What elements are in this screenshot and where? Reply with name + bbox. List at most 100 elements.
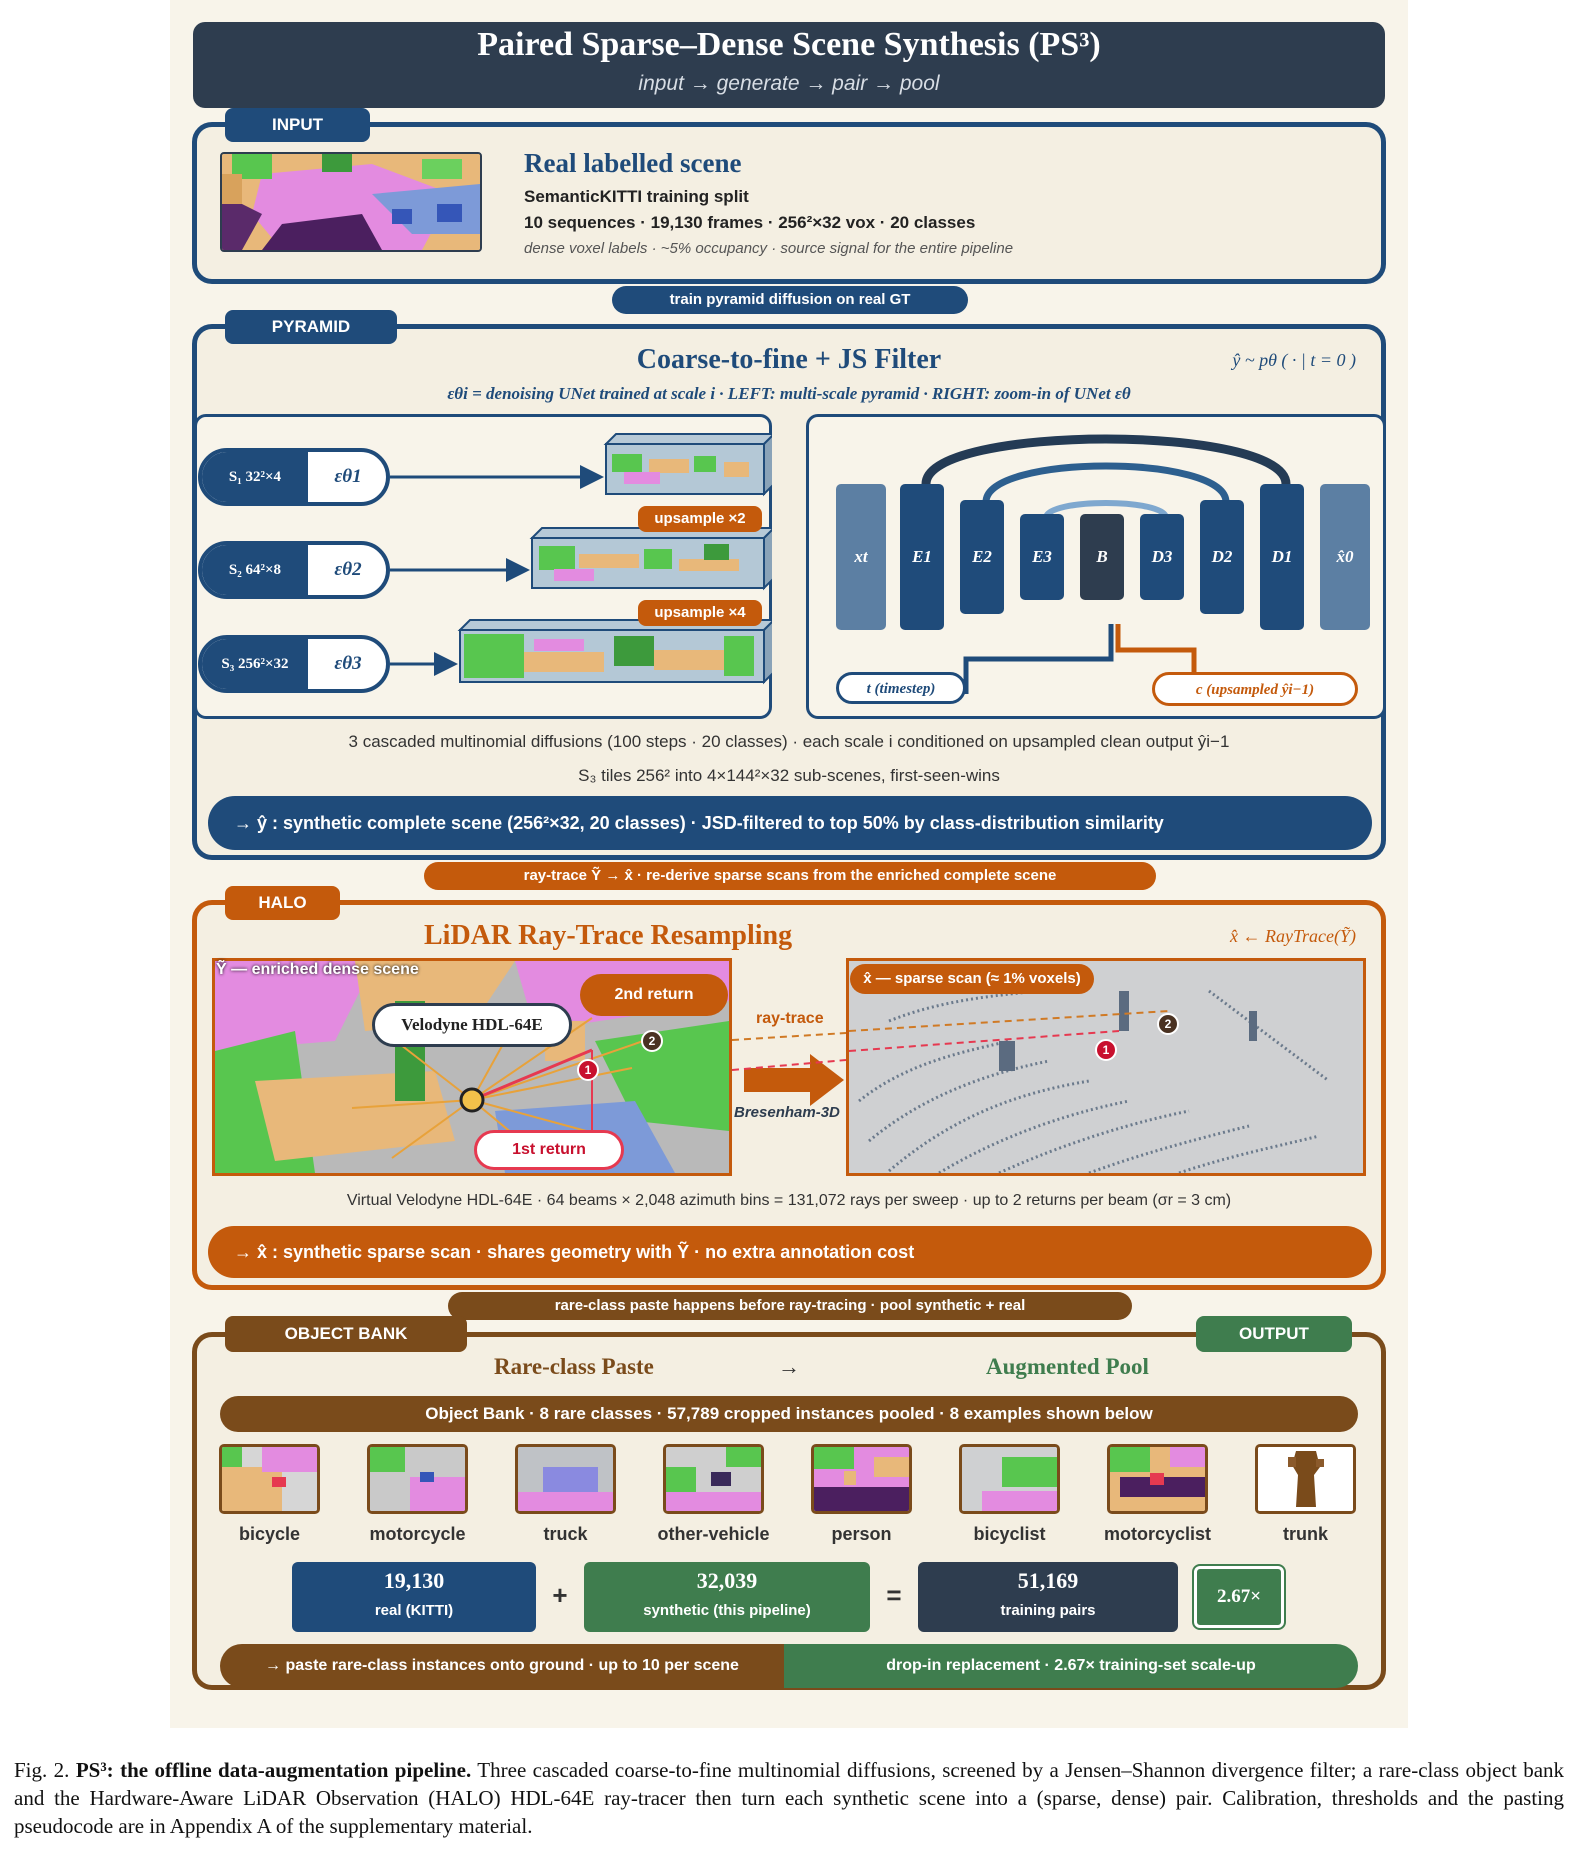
unet-block-e2: E2 <box>960 500 1004 614</box>
ray-connector-lines <box>732 1032 846 1071</box>
scale-pill-s1: S₁ 32²×4 εθ1 <box>198 448 390 506</box>
unet-block-bottleneck: B <box>1080 514 1124 600</box>
plus-sign: + <box>552 1580 568 1610</box>
class-label-motorcycle: motorcycle <box>369 1524 466 1544</box>
class-label-bicycle: bicycle <box>238 1524 301 1544</box>
thumb-motorcyclist <box>1107 1444 1208 1514</box>
bresenham-label: Bresenham-3D <box>734 1104 840 1121</box>
unet-block-d2: D2 <box>1200 500 1244 614</box>
class-label-other-vehicle: other-vehicle <box>657 1524 770 1544</box>
footer-right: drop-in replacement · 2.67× training-set… <box>784 1644 1358 1688</box>
pyramid-graphics <box>390 433 772 685</box>
stat-synthetic-value: 32,039 <box>696 1568 758 1593</box>
input-line2: 10 sequences · 19,130 frames · 256²×32 v… <box>524 213 976 232</box>
pyramid-desc2: S₃ tiles 256² into 4×144²×32 sub-scenes,… <box>578 766 1000 785</box>
sparse-scan-image <box>846 958 1366 1176</box>
input-scene-thumbnail <box>220 152 482 252</box>
pyramid-formula: ŷ ~ pθ ( · | t = 0 ) <box>1232 350 1356 370</box>
class-label-motorcyclist: motorcyclist <box>1103 1524 1212 1544</box>
bank-title-left: Rare-class Paste <box>494 1354 654 1379</box>
halo-formula: x̂ ← RayTrace(Ỹ) <box>1230 926 1356 946</box>
stat-total-value: 51,169 <box>1017 1568 1079 1593</box>
caption-bold: PS³: the offline data-augmentation pipel… <box>75 1758 472 1782</box>
scale-pill-s3: S₃ 256²×32 εθ3 <box>198 635 390 693</box>
sensor-label: Velodyne HDL-64E <box>372 1003 572 1047</box>
input-tag: INPUT <box>225 108 370 142</box>
pyramid-result-banner: → ŷ : synthetic complete scene (256²×32,… <box>208 796 1372 850</box>
unet-skip-connections <box>921 434 1291 694</box>
connector-raytrace: ray-trace Ỹ → x̂ · re-derive sparse scan… <box>424 862 1156 890</box>
scale-pill-s2: S₂ 64²×8 εθ2 <box>198 541 390 599</box>
halo-result-banner: → x̂ : synthetic sparse scan · shares ge… <box>208 1226 1372 1278</box>
halo-tag: HALO <box>225 886 340 920</box>
sparse-scan-label: x̂ — sparse scan (≈ 1% voxels) <box>850 964 1094 994</box>
scale-label-s3: S₃ 256²×32 <box>202 639 308 689</box>
scale-eps-s3: εθ3 <box>334 653 362 674</box>
pyramid-title: Coarse-to-fine + JS Filter <box>636 344 942 375</box>
first-return-label: 1st return <box>474 1130 624 1170</box>
scale-label-s1: S₁ 32²×4 <box>202 452 308 502</box>
pyramid-desc1: 3 cascaded multinomial diffusions (100 s… <box>348 732 1230 751</box>
thumb-bicyclist <box>959 1444 1060 1514</box>
header-subtitle: input → generate → pair → pool <box>638 72 940 95</box>
scale-eps-s2: εθ2 <box>334 559 362 580</box>
dense-scene-label: Ỹ — enriched dense scene <box>216 961 419 978</box>
halo-desc: Virtual Velodyne HDL-64E · 64 beams × 2,… <box>346 1192 1232 1209</box>
class-label-bicyclist: bicyclist <box>973 1524 1046 1544</box>
stat-total-label: training pairs <box>1000 1602 1096 1619</box>
pyramid-tag: PYRAMID <box>225 310 397 344</box>
stat-real-value: 19,130 <box>383 1568 445 1593</box>
figure-caption: Fig. 2. PS³: the offline data-augmentati… <box>14 1756 1564 1840</box>
footer-left: → paste rare-class instances onto ground… <box>220 1644 784 1688</box>
upsample-x4-badge: upsample ×4 <box>638 600 762 626</box>
header-bar: Paired Sparse–Dense Scene Synthesis (PS³… <box>193 22 1385 108</box>
raytrace-arrow <box>744 1054 844 1106</box>
bank-title-right: Augmented Pool <box>986 1354 1149 1379</box>
equals-sign: = <box>886 1580 902 1610</box>
timestep-pill: t (timestep) <box>836 672 966 704</box>
object-bank-banner: Object Bank · 8 rare classes · 57,789 cr… <box>220 1396 1358 1432</box>
bank-footer-banner: → paste rare-class instances onto ground… <box>220 1644 1358 1688</box>
bank-title-arrow: → <box>778 1354 800 1379</box>
unet-block-e3: E3 <box>1020 514 1064 600</box>
stat-total: 51,169 training pairs <box>918 1562 1178 1632</box>
stat-synthetic-label: synthetic (this pipeline) <box>643 1602 811 1619</box>
connector-paste: rare-class paste happens before ray-trac… <box>448 1292 1132 1320</box>
upsample-x2-badge: upsample ×2 <box>638 506 762 532</box>
class-label-trunk: trunk <box>1283 1524 1328 1544</box>
second-return-label: 2nd return <box>580 974 728 1016</box>
marker-2-sparse: 2 <box>1157 1013 1179 1035</box>
input-line1: SemanticKITTI training split <box>524 187 749 206</box>
output-tag: OUTPUT <box>1196 1316 1352 1352</box>
object-bank-tag: OBJECT BANK <box>225 1316 467 1352</box>
unet-block-xt: xt <box>836 484 886 630</box>
raytrace-label: ray-trace <box>756 1010 824 1027</box>
header-title: Paired Sparse–Dense Scene Synthesis (PS³… <box>477 26 1101 63</box>
input-title: Real labelled scene <box>524 148 742 178</box>
stat-real-label: real (KITTI) <box>374 1602 454 1619</box>
unet-block-e1: E1 <box>900 484 944 630</box>
condition-pill: c (upsampled ŷi−1) <box>1152 672 1358 706</box>
connector-train: train pyramid diffusion on real GT <box>612 286 968 314</box>
caption-prefix: Fig. 2. <box>14 1758 70 1782</box>
thumb-other-vehicle <box>663 1444 764 1514</box>
thumb-trunk <box>1255 1444 1356 1514</box>
marker-1-dense: 1 <box>577 1059 599 1081</box>
stat-real: 19,130 real (KITTI) <box>292 1562 536 1632</box>
scale-eps-s1: εθ1 <box>334 466 362 487</box>
unet-block-d1: D1 <box>1260 484 1304 630</box>
input-note: dense voxel labels · ~5% occupancy · sou… <box>524 240 1014 257</box>
marker-2-dense: 2 <box>641 1030 663 1052</box>
thumb-motorcycle <box>367 1444 468 1514</box>
thumb-truck <box>515 1444 616 1514</box>
class-label-person: person <box>831 1524 892 1544</box>
marker-1-sparse: 1 <box>1095 1039 1117 1061</box>
thumb-person <box>811 1444 912 1514</box>
scale-up-badge: 2.67× <box>1192 1564 1286 1630</box>
pyramid-legend: εθi = denoising UNet trained at scale i … <box>447 384 1131 403</box>
halo-title: LiDAR Ray-Trace Resampling <box>424 920 793 951</box>
unet-block-d3: D3 <box>1140 514 1184 600</box>
class-label-truck: truck <box>543 1524 588 1544</box>
stat-synthetic: 32,039 synthetic (this pipeline) <box>584 1562 870 1632</box>
thumb-bicycle <box>219 1444 320 1514</box>
